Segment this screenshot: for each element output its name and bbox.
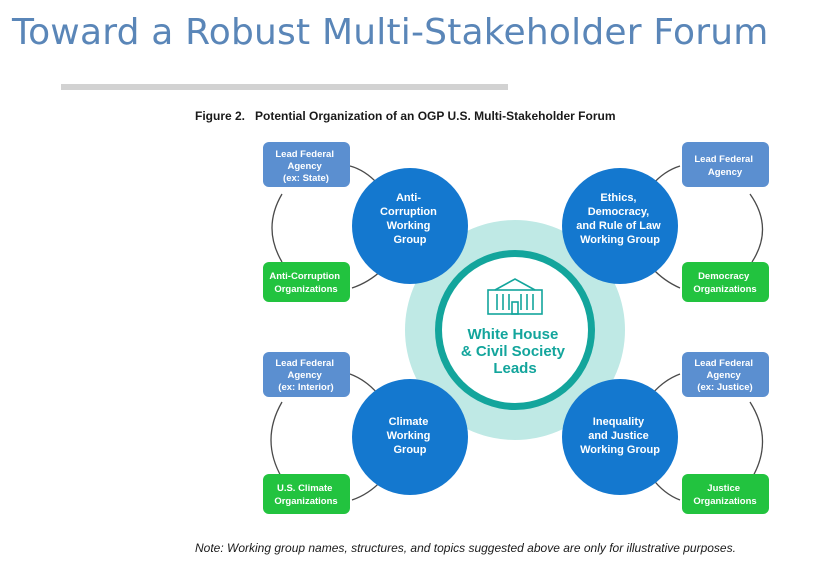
working-group-label-line: and Justice bbox=[588, 430, 649, 442]
lead-agency-label: Lead Federal Agency (ex: Justice) bbox=[694, 358, 755, 393]
figure-caption: Figure 2. Potential Organization of an OG… bbox=[195, 109, 616, 123]
working-group-ethics bbox=[562, 168, 678, 284]
lead-agency-box-anti-corruption bbox=[263, 142, 350, 187]
working-group-label: Climate Working Group bbox=[387, 416, 434, 456]
working-group-climate bbox=[352, 379, 468, 495]
title-divider bbox=[61, 84, 508, 90]
working-group-label-line: Corruption bbox=[380, 206, 437, 218]
org-label-line: Organizations bbox=[693, 284, 756, 295]
center-disc bbox=[442, 257, 588, 403]
org-label: Democracy Organizations bbox=[693, 271, 756, 295]
working-group-anti-corruption bbox=[352, 168, 468, 284]
org-box-anti-corruption bbox=[263, 262, 350, 302]
connector-climate-side bbox=[270, 401, 283, 479]
connector-inequality-top bbox=[651, 373, 681, 395]
white-house-icon bbox=[487, 278, 543, 315]
working-group-label-line: Working bbox=[387, 430, 431, 442]
lead-agency-label-line: (ex: Justice) bbox=[697, 382, 752, 393]
org-box-ethics bbox=[682, 262, 769, 302]
working-group-label-line: Working bbox=[387, 220, 431, 232]
working-group-label-line: Anti- bbox=[396, 192, 421, 204]
working-group-label-line: Climate bbox=[389, 416, 429, 428]
center-label-line: Leads bbox=[493, 360, 536, 377]
lead-agency-box-climate bbox=[263, 352, 350, 397]
lead-agency-label-line: Lead Federal bbox=[694, 358, 753, 369]
org-label: U.S. Climate Organizations bbox=[274, 483, 337, 507]
org-label-line: Organizations bbox=[274, 496, 337, 507]
lead-agency-label: Lead Federal Agency bbox=[694, 154, 755, 178]
working-group-label: Ethics, Democracy, and Rule of Law Worki… bbox=[576, 192, 663, 246]
org-label-line: Justice bbox=[707, 483, 740, 494]
lead-agency-label-line: (ex: Interior) bbox=[278, 382, 333, 393]
lead-agency-label-line: Lead Federal bbox=[275, 358, 334, 369]
slide-title: Toward a Robust Multi-Stakeholder Forum bbox=[12, 12, 769, 53]
org-label-line: Democracy bbox=[698, 271, 750, 282]
connector-inequality-side bbox=[749, 401, 764, 479]
org-label-line: U.S. Climate bbox=[277, 483, 332, 494]
working-group-label-line: Group bbox=[394, 444, 427, 456]
org-label-line: Organizations bbox=[693, 496, 756, 507]
org-label: Justice Organizations bbox=[693, 483, 756, 507]
connector-climate-top bbox=[349, 373, 379, 395]
lead-agency-label-line: Lead Federal bbox=[275, 149, 334, 160]
working-group-label-line: Ethics, bbox=[600, 192, 636, 204]
org-label: Anti-Corruption Organizations bbox=[269, 271, 342, 295]
figure-caption-text: Potential Organization of an OGP U.S. Mu… bbox=[255, 109, 616, 123]
connector-ethics-side bbox=[749, 193, 764, 263]
org-box-inequality bbox=[682, 474, 769, 514]
lead-agency-label-line: (ex: State) bbox=[283, 173, 329, 184]
lead-agency-label-line: Agency bbox=[288, 161, 323, 172]
working-group-label-line: and Rule of Law bbox=[576, 220, 661, 232]
working-group-label-line: Group bbox=[394, 234, 427, 246]
lead-agency-label: Lead Federal Agency (ex: Interior) bbox=[275, 358, 336, 393]
connector-anti-corruption-side bbox=[271, 193, 283, 263]
working-group-label: Inequality and Justice Working Group bbox=[580, 416, 660, 456]
lead-agency-label-line: Agency bbox=[288, 370, 323, 381]
center-label: White House & Civil Society Leads bbox=[461, 326, 569, 377]
lead-agency-label: Lead Federal Agency (ex: State) bbox=[275, 149, 336, 184]
lead-agency-label-line: Agency bbox=[708, 167, 743, 178]
working-group-label-line: Inequality bbox=[593, 416, 645, 428]
working-group-label-line: Working Group bbox=[580, 444, 660, 456]
lead-agency-label-line: Lead Federal bbox=[694, 154, 753, 165]
working-group-label-line: Working Group bbox=[580, 234, 660, 246]
working-group-label: Anti- Corruption Working Group bbox=[380, 192, 440, 246]
working-group-inequality bbox=[562, 379, 678, 495]
working-group-label-line: Democracy, bbox=[588, 206, 650, 218]
org-box-climate bbox=[263, 474, 350, 514]
figure-number: Figure 2. bbox=[195, 109, 246, 123]
org-label-line: Organizations bbox=[274, 284, 337, 295]
center-label-line: & Civil Society bbox=[461, 343, 566, 360]
org-label-line: Anti-Corruption bbox=[269, 271, 340, 282]
lead-agency-box-ethics bbox=[682, 142, 769, 187]
center-label-line: White House bbox=[467, 326, 558, 343]
lead-agency-box-inequality bbox=[682, 352, 769, 397]
illustrative-note: Note: Working group names, structures, a… bbox=[195, 541, 736, 555]
lead-agency-label-line: Agency bbox=[707, 370, 742, 381]
